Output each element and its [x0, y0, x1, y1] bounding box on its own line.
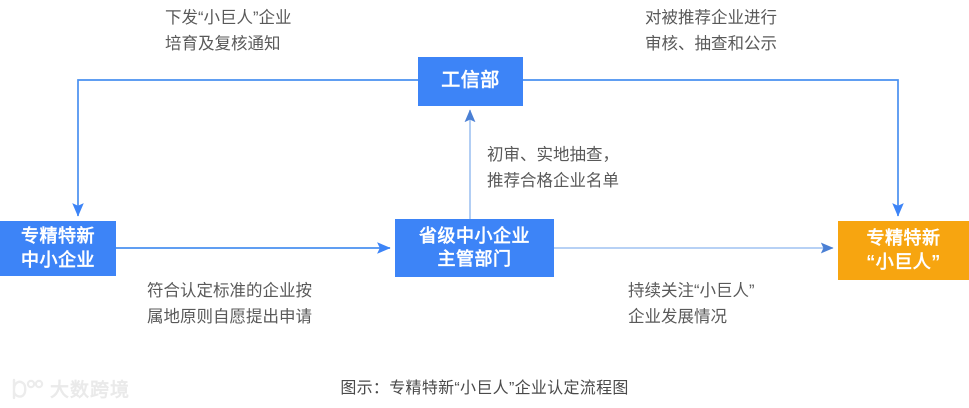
- watermark: 大数跨境: [10, 375, 130, 402]
- edge-label-provincial-to-miit: 初审、实地抽查， 推荐合格企业名单: [487, 146, 619, 190]
- edge-label-provincial-to-giant: 持续关注“小巨人” 企业发展情况: [628, 282, 755, 326]
- figure-caption: 图示：专精特新“小巨人”企业认定流程图: [340, 380, 629, 397]
- node-provincial-sme-authority[interactable]: 省级中小企业 主管部门: [395, 219, 554, 277]
- node-provincial-line2: 主管部门: [437, 249, 512, 269]
- edge-label-sme-to-provincial: 符合认定标准的企业按 属地原则自愿提出申请: [147, 282, 312, 326]
- node-specialized-sme[interactable]: 专精特新 中小企业: [0, 221, 116, 276]
- node-provincial-line1: 省级中小企业: [419, 225, 530, 246]
- node-little-giant-line2: “小巨人”: [866, 251, 941, 272]
- watermark-text: 大数跨境: [50, 380, 131, 401]
- node-miit[interactable]: 工信部: [418, 57, 523, 106]
- node-little-giant-line1: 专精特新: [866, 228, 941, 249]
- node-specialized-sme-line2: 中小企业: [21, 249, 95, 270]
- edge-label-miit-to-giant: 对被推荐企业进行 审核、抽查和公示: [645, 9, 777, 53]
- edge-miit-to-sme: [72, 79, 418, 217]
- logo-icon: [10, 378, 44, 400]
- edge-label-miit-to-sme: 下发“小巨人”企业 培育及复核通知: [165, 9, 292, 53]
- node-little-giant[interactable]: 专精特新 “小巨人”: [838, 221, 969, 280]
- node-specialized-sme-line1: 专精特新: [21, 226, 95, 247]
- node-miit-line1: 工信部: [441, 70, 500, 92]
